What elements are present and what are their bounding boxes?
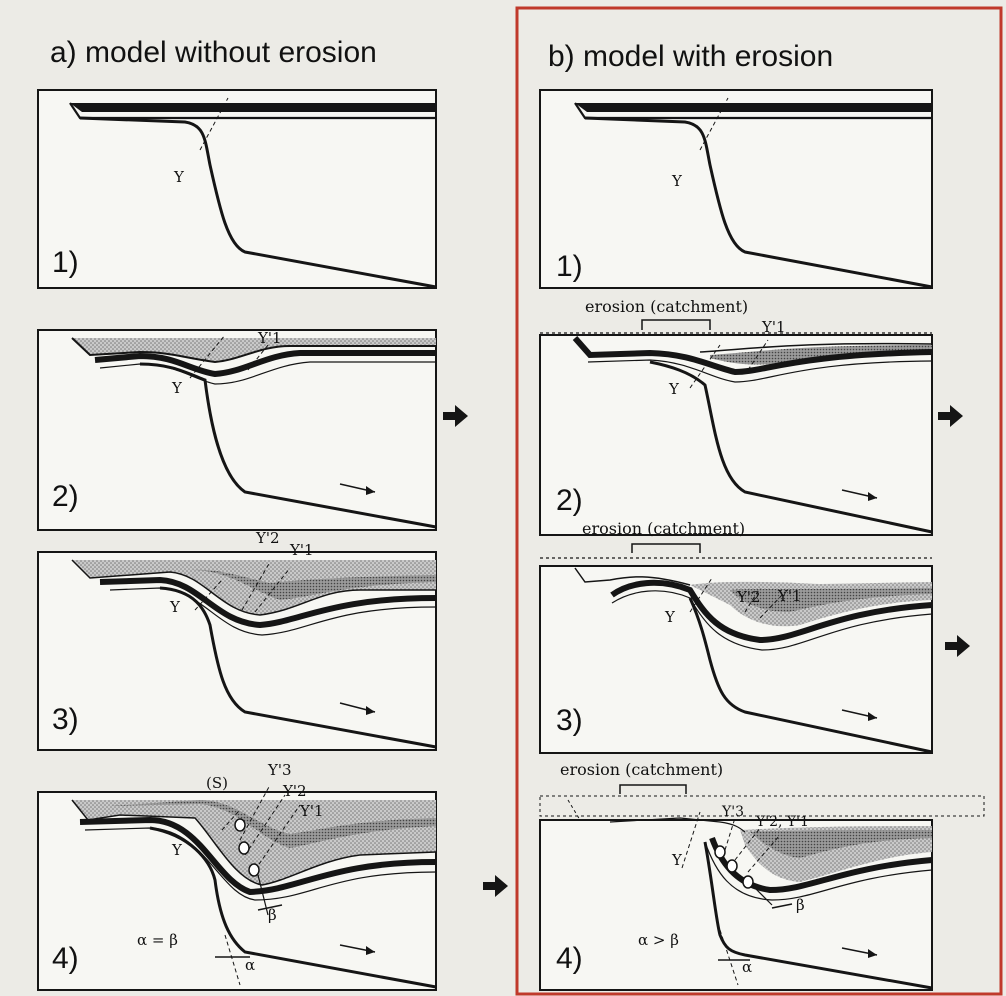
label-y3: Y'3	[267, 761, 292, 779]
label-y1: Y'1	[777, 587, 802, 605]
label-y1: Y'1	[299, 802, 324, 820]
erosion-label: erosion (catchment)	[582, 519, 745, 538]
label-y: Y	[671, 851, 683, 869]
extension-arrow	[938, 405, 963, 427]
label-beta: β	[268, 906, 277, 924]
label-y: Y	[171, 379, 183, 397]
panel-a-step-2: Y'1 Y 2)	[37, 329, 468, 531]
panel-b-title: b) model with erosion	[548, 40, 833, 73]
panel-a-step-3: Y'2 Y'1 Y 3)	[37, 529, 437, 751]
label-alpha: α	[245, 956, 255, 974]
label-y3: Y'3	[721, 804, 744, 820]
label-y1: Y'1	[761, 318, 786, 336]
panel-b-step-4: erosion (catchment) Y'3 Y'2, Y'1 Y β α α…	[539, 760, 985, 991]
label-alpha-eq-beta: α = β	[137, 931, 178, 949]
step-number: 3)	[52, 703, 79, 736]
extension-arrow	[443, 405, 468, 427]
step-number: 4)	[556, 942, 583, 975]
panel-b-step-1: Y 1)	[539, 89, 933, 289]
panel-a-title: a) model without erosion	[50, 36, 377, 69]
label-y: Y	[671, 172, 683, 190]
extension-arrow	[945, 635, 970, 657]
label-y2-y1: Y'2, Y'1	[755, 814, 809, 830]
label-y1: Y'1	[257, 329, 282, 347]
step-number: 3)	[556, 704, 583, 737]
panel-a-step-1: Y 1)	[37, 89, 437, 289]
step-number: 1)	[52, 246, 79, 279]
label-y1: Y'1	[289, 541, 314, 559]
erosion-label: erosion (catchment)	[560, 760, 723, 779]
panel-b-frame	[515, 6, 1003, 996]
label-y: Y	[664, 608, 676, 626]
label-alpha-gt-beta: α > β	[638, 931, 679, 949]
step-number: 4)	[52, 942, 79, 975]
step-number: 2)	[52, 480, 79, 513]
label-beta: β	[796, 896, 805, 914]
label-y2: Y'2	[282, 782, 307, 800]
panel-b-step-3: erosion (catchment) Y'2 Y'1 Y 3)	[539, 519, 970, 754]
label-y2: Y'2	[736, 588, 761, 606]
label-y2: Y'2	[255, 529, 280, 547]
label-alpha: α	[742, 958, 752, 976]
label-y: Y	[171, 841, 183, 859]
step-number: 2)	[556, 484, 583, 517]
label-y: Y	[173, 168, 185, 186]
label-y: Y	[668, 380, 680, 398]
erosion-label: erosion (catchment)	[585, 297, 748, 316]
label-s: (S)	[206, 774, 228, 792]
label-y: Y	[169, 598, 181, 616]
extension-arrow	[483, 875, 508, 897]
panel-b-step-2: erosion (catchment) Y'1 Y 2)	[539, 297, 963, 536]
panel-a-step-4: (S) Y'3 Y'2 Y'1 Y β α α = β 4)	[37, 761, 508, 991]
step-number: 1)	[556, 250, 583, 283]
